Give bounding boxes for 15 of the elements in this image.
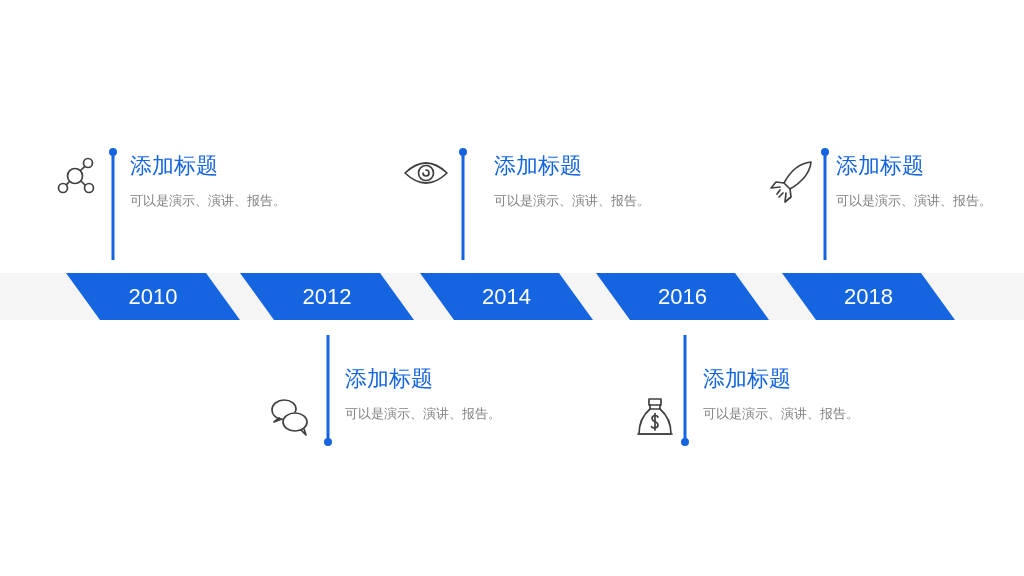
year-tag: 2018 — [782, 273, 955, 320]
event-title: 添加标题 — [345, 366, 433, 392]
event-title: 添加标题 — [494, 153, 582, 179]
event-title: 添加标题 — [130, 153, 218, 179]
event-title: 添加标题 — [703, 366, 791, 392]
year-tag: 2016 — [596, 273, 769, 320]
year-tag: 2010 — [66, 273, 240, 320]
event-text: 可以是演示、演讲、报告。 — [836, 192, 993, 210]
year-tag: 2012 — [240, 273, 414, 320]
event-text: 可以是演示、演讲、报告。 — [130, 192, 287, 210]
event-text: 可以是演示、演讲、报告。 — [494, 192, 651, 210]
year-tag: 2014 — [420, 273, 593, 320]
event-title: 添加标题 — [836, 153, 924, 179]
event-text: 可以是演示、演讲、报告。 — [345, 405, 502, 423]
event-text: 可以是演示、演讲、报告。 — [703, 405, 860, 423]
